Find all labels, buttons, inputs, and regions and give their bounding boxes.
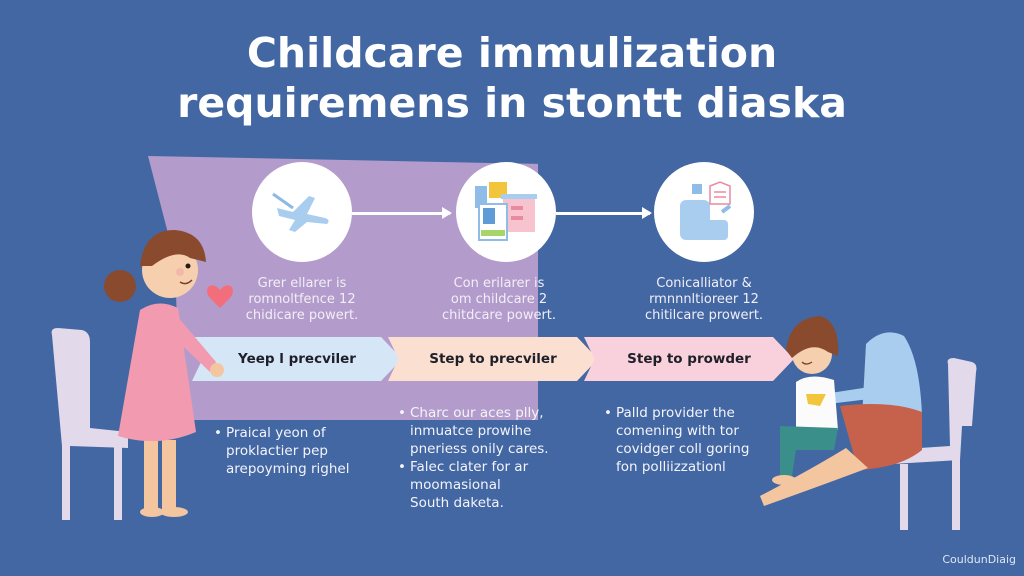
bullet-item: Palld provider the comening with tor cov… — [604, 404, 749, 476]
watermark: CouldunDiaig — [942, 553, 1016, 566]
arrow-2-to-3 — [556, 207, 652, 219]
step-2-desc-line: Con erilarer is — [453, 276, 545, 291]
page-title: Childcare immulization requiremens in st… — [0, 28, 1024, 128]
documents-icon — [471, 180, 541, 244]
step-2-description: Con erilarer is om childcare 2 chitdcare… — [414, 276, 584, 324]
step-1-bullets: Praical yeon of proklactier pep arepoymi… — [214, 424, 349, 478]
bullet-line: South daketa. — [410, 495, 504, 511]
step-3-bullets: Palld provider the comening with tor cov… — [604, 404, 749, 476]
clinician-form-icon — [672, 180, 736, 244]
bullet-line: comening with tor — [616, 423, 739, 439]
step-3-desc-line: Conicalliator & — [656, 276, 752, 291]
bullet-line: proklactier pep — [226, 443, 328, 459]
step-2-desc-line: chitdcare powert. — [441, 308, 557, 323]
step-2-bullets: Charc our aces plly, inmuatce prowihe pn… — [398, 404, 549, 512]
bullet-line: covidger coll goring — [616, 441, 750, 457]
bullet-line: Falec clater for ar — [410, 459, 529, 475]
airplane-icon — [269, 188, 335, 236]
bullet-line: fon polliizzationl — [616, 459, 726, 475]
step-3-label: Step to prowder — [627, 351, 751, 367]
bullet-item: Praical yeon of proklactier pep arepoymi… — [214, 424, 349, 478]
bullet-line: Palld provider the — [616, 405, 735, 421]
left-illustration — [40, 200, 240, 530]
step-1-circle — [252, 162, 352, 262]
bullet-item: Charc our aces plly, inmuatce prowihe pn… — [398, 404, 549, 458]
step-1-chevron: Yeep l precviler — [192, 337, 402, 381]
bullet-line: Praical yeon of — [226, 425, 326, 441]
bullet-line: arepoyming righel — [226, 461, 350, 477]
bullet-line: pneriess onily cares. — [410, 441, 549, 457]
step-3-desc-line: chitilcare prowert. — [644, 308, 764, 323]
step-2-circle — [456, 162, 556, 262]
step-3-circle — [654, 162, 754, 262]
step-1-desc-line: romnoltfence 12 — [248, 292, 356, 307]
step-1-description: Grer ellarer is romnoltfence 12 chidicar… — [217, 276, 387, 324]
bullet-line: Charc our aces plly, — [410, 405, 544, 421]
arrow-1-to-2 — [352, 207, 452, 219]
step-3-desc-line: rmnnnltioreer 12 — [649, 292, 759, 307]
step-3-chevron: Step to prowder — [584, 337, 794, 381]
title-line-1: Childcare immulization — [246, 29, 778, 77]
title-line-2: requiremens in stontt diaska — [177, 79, 847, 127]
bullet-line: inmuatce prowihe — [410, 423, 532, 439]
step-1-desc-line: chidicare powert. — [245, 308, 359, 323]
step-2-desc-line: om childcare 2 — [450, 292, 548, 307]
right-illustration — [750, 300, 990, 530]
step-3-description: Conicalliator & rmnnnltioreer 12 chitilc… — [619, 276, 789, 324]
step-1-desc-line: Grer ellarer is — [257, 276, 347, 291]
bullet-item: Falec clater for ar moomasional South da… — [398, 458, 549, 512]
step-2-chevron: Step to precviler — [388, 337, 598, 381]
step-2-label: Step to precviler — [429, 351, 557, 367]
bullet-line: moomasional — [410, 477, 501, 493]
step-1-label: Yeep l precviler — [238, 351, 356, 367]
